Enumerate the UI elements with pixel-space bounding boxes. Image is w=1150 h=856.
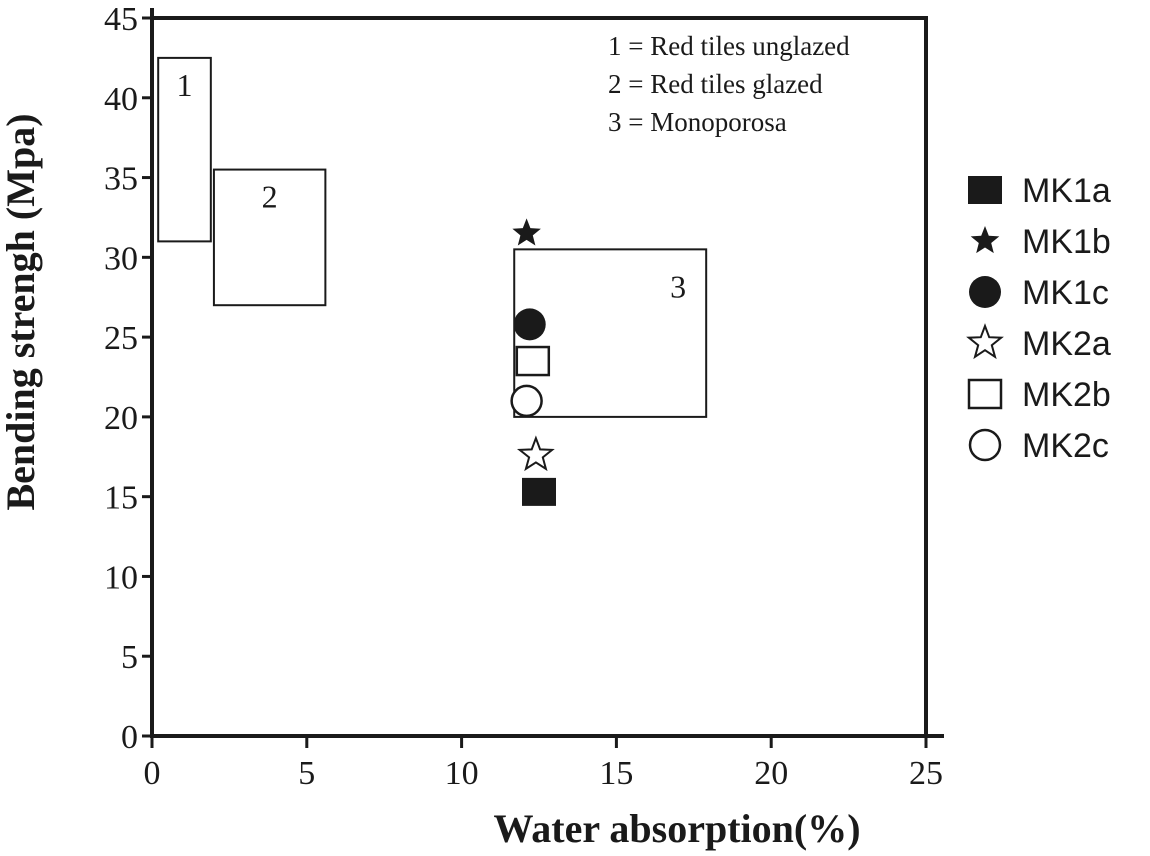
axes: 0 5 10 15 20 25 30 35 40 45 0 5 10 15 20 25 — [104, 1, 944, 792]
point-mk1a — [522, 477, 556, 506]
region-label-2: 2 — [262, 179, 278, 215]
plot-frame — [150, 16, 928, 738]
legend-label-mk2a: MK2a — [1022, 325, 1111, 363]
note-3: 3 = Monoporosa — [608, 107, 787, 137]
x-axis-title: Water absorption(%) — [493, 806, 860, 851]
x-tick-label-0: 0 — [144, 755, 161, 792]
point-mk2c — [510, 384, 543, 418]
legend-label-mk2b: MK2b — [1022, 376, 1111, 414]
legend-marker-mk1c — [969, 276, 1001, 308]
y-tick-label-5: 5 — [121, 639, 138, 676]
regions: 1 2 3 — [157, 56, 708, 418]
x-tick-label-20: 20 — [754, 755, 788, 792]
y-tick-label-25: 25 — [104, 320, 138, 357]
legend-label-mk1b: MK1b — [1022, 223, 1111, 261]
point-mk2b — [515, 345, 551, 377]
point-mk1c — [513, 308, 546, 341]
point-mk2a — [516, 435, 555, 472]
legend-marker-mk2c — [968, 428, 1002, 462]
y-tick-label-35: 35 — [104, 161, 138, 198]
note-2: 2 = Red tiles glazed — [608, 69, 823, 99]
x-tick-label-25: 25 — [909, 755, 943, 792]
y-tick-label-15: 15 — [104, 480, 138, 517]
legend-marker-mk1b — [970, 226, 1000, 254]
note-1: 1 = Red tiles unglazed — [608, 31, 850, 61]
y-tick-label-30: 30 — [104, 240, 138, 277]
y-tick-label-0: 0 — [121, 719, 138, 756]
region-box-2 — [212, 168, 327, 307]
region-label-1: 1 — [177, 67, 193, 103]
region-box-3 — [513, 248, 708, 418]
point-mk1b — [512, 218, 541, 246]
y-tick-label-20: 20 — [104, 400, 138, 437]
legend-marker-mk1a — [968, 176, 1002, 204]
y-axis-title: Bending strengh (Mpa) — [0, 113, 43, 510]
y-tick-label-40: 40 — [104, 81, 138, 118]
x-tick-label-15: 15 — [599, 755, 633, 792]
x-tick-label-5: 5 — [298, 755, 315, 792]
y-tick-label-45: 45 — [104, 1, 138, 38]
legend-marker-mk2a — [966, 323, 1004, 360]
legend-label-mk1a: MK1a — [1022, 172, 1111, 210]
y-tick-label-10: 10 — [104, 559, 138, 596]
legend-label-mk1c: MK1c — [1022, 274, 1109, 312]
legend-marker-mk2b — [967, 378, 1003, 410]
region-label-3: 3 — [670, 268, 686, 304]
region-box-1 — [157, 56, 212, 243]
data-points — [510, 218, 556, 506]
legend-label-mk2c: MK2c — [1022, 427, 1109, 465]
notes: 1 = Red tiles unglazed 2 = Red tiles glaz… — [608, 31, 850, 137]
x-tick-label-10: 10 — [445, 755, 479, 792]
